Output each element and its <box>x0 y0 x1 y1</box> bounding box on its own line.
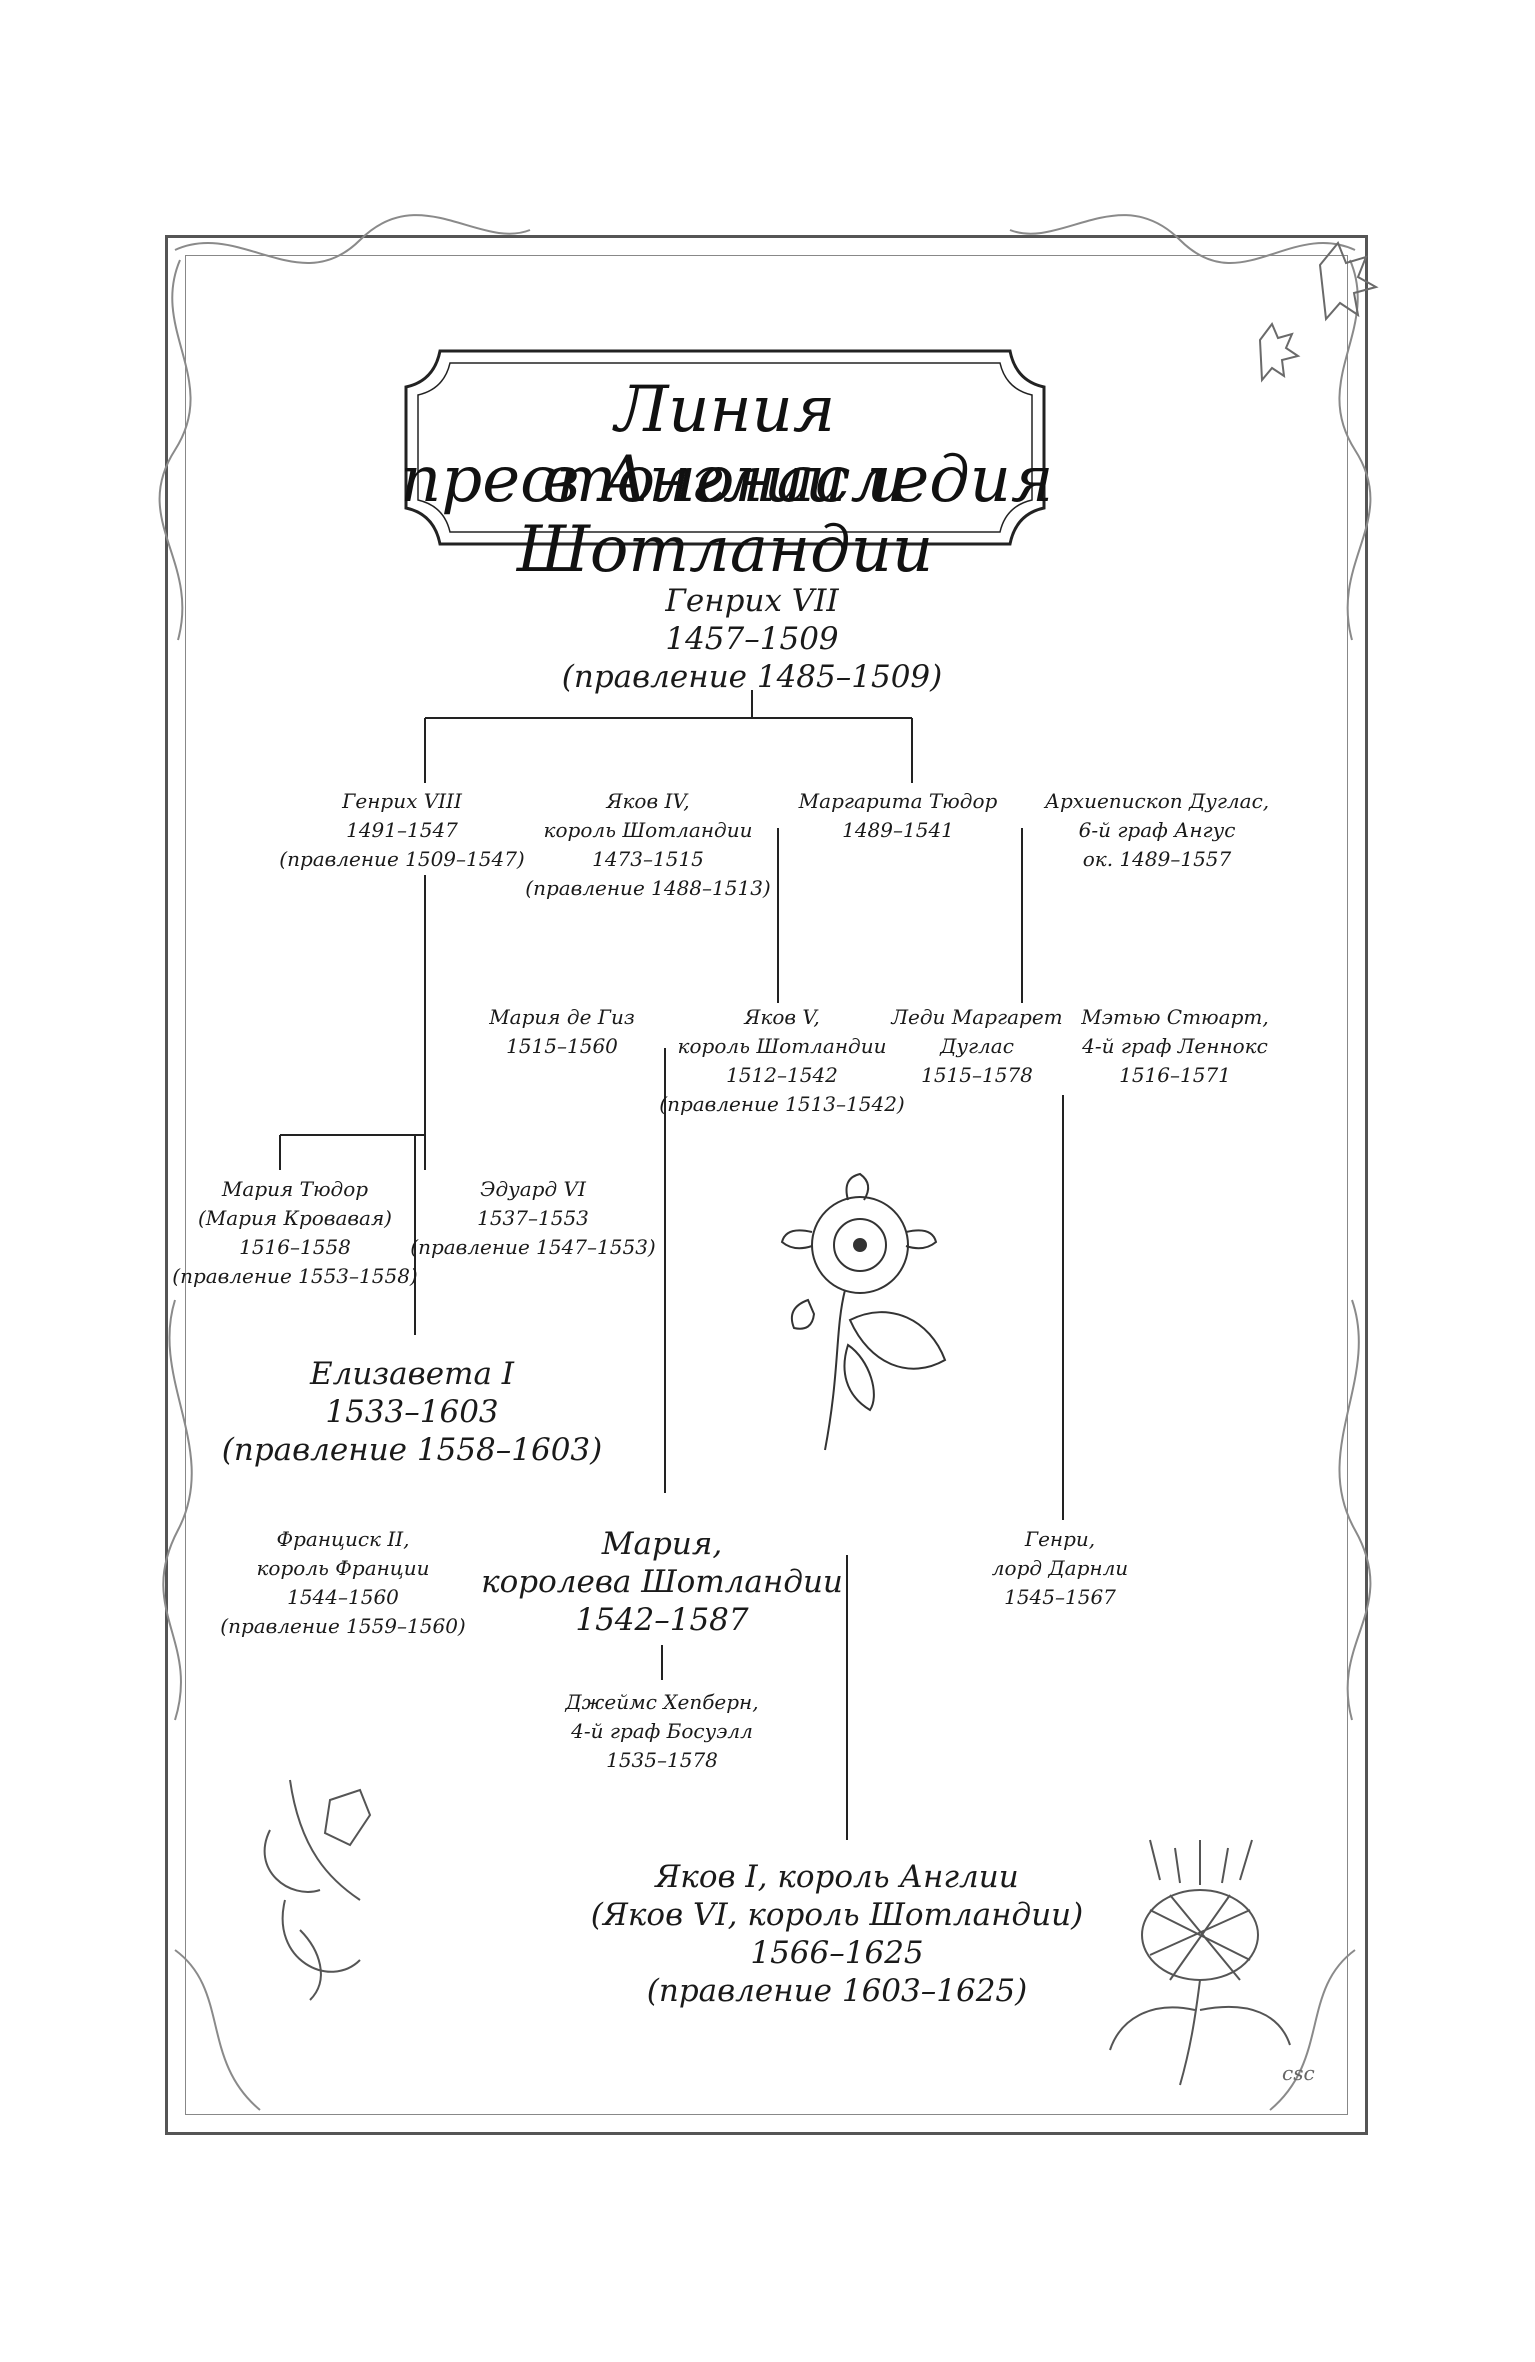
person-title: (Яков VI, король Шотландии) <box>590 1897 1084 1933</box>
person-dates: 1516–1571 <box>1119 1063 1231 1087</box>
person-dates: 1535–1578 <box>606 1748 718 1772</box>
person-name: Мэтью Стюарт, <box>1081 1005 1269 1029</box>
person-henry-darnley: Генри, лорд Дарнли 1545–1567 <box>992 1525 1128 1612</box>
person-reign: (правление 1488–1513) <box>525 876 771 900</box>
person-reign: (правление 1553–1558) <box>172 1264 418 1288</box>
person-reign: (правление 1513–1542) <box>659 1092 905 1116</box>
person-dates: ок. 1489–1557 <box>1082 847 1232 871</box>
person-name: Маргарита Тюдор <box>798 789 998 813</box>
person-title: король Франции <box>256 1556 430 1580</box>
person-reign: (правление 1558–1603) <box>221 1432 603 1468</box>
person-title: королева Шотландии <box>481 1564 843 1600</box>
person-mary-tudor: Мария Тюдор (Мария Кровавая) 1516–1558 (… <box>172 1175 417 1291</box>
person-title: 6-й граф Ангус <box>1078 818 1236 842</box>
person-title: лорд Дарнли <box>991 1556 1129 1580</box>
title-line-1: Линия престолонаследия <box>400 373 1054 517</box>
person-dates: 1537–1553 <box>477 1206 589 1230</box>
person-name: Елизавета I <box>309 1356 515 1392</box>
person-james-hepburn: Джеймс Хепберн, 4-й граф Босуэлл 1535–15… <box>565 1688 758 1775</box>
person-dates: 1512–1542 <box>726 1063 838 1087</box>
person-name: Архиепископ Дуглас, <box>1044 789 1270 813</box>
outer-frame <box>165 235 1368 2135</box>
person-dates: 1515–1560 <box>506 1034 618 1058</box>
person-name: Генрих VII <box>665 583 839 619</box>
person-james4: Яков IV, король Шотландии 1473–1515 (пра… <box>525 787 770 903</box>
person-name: Мария, <box>601 1526 723 1562</box>
person-mary-of-guise: Мария де Гиз 1515–1560 <box>489 1003 635 1061</box>
person-reign: (правление 1547–1553) <box>410 1235 656 1259</box>
person-name: Джеймс Хепберн, <box>565 1690 759 1714</box>
person-title: король Шотландии <box>677 1034 887 1058</box>
person-name: Мария Тюдор <box>221 1177 369 1201</box>
person-name: Яков I, король Англии <box>655 1859 1019 1895</box>
person-margaret-tudor: Маргарита Тюдор 1489–1541 <box>799 787 998 845</box>
cartouche-frame <box>404 349 1046 546</box>
person-dates: 1489–1541 <box>842 818 954 842</box>
person-name: Эдуард VI <box>480 1177 586 1201</box>
person-matthew-stuart: Мэтью Стюарт, 4-й граф Леннокс 1516–1571 <box>1081 1003 1268 1090</box>
person-edward6: Эдуард VI 1537–1553 (правление 1547–1553… <box>410 1175 655 1262</box>
inner-frame <box>185 255 1348 2115</box>
person-james5: Яков V, король Шотландии 1512–1542 (прав… <box>659 1003 904 1119</box>
lily-flower-icon <box>263 1779 372 2001</box>
person-dates: 1545–1567 <box>1004 1585 1116 1609</box>
person-title: 4-й граф Босуэлл <box>571 1719 753 1743</box>
person-name: Генри, <box>1024 1527 1096 1551</box>
person-dates: 1566–1625 <box>750 1935 924 1971</box>
person-dates: 1457–1509 <box>665 621 839 657</box>
person-dates: 1473–1515 <box>592 847 704 871</box>
person-dates: 1542–1587 <box>575 1602 749 1638</box>
person-dates: 1515–1578 <box>921 1063 1033 1087</box>
thistle-icon <box>1109 1839 1291 2086</box>
person-archibald-douglas: Архиепископ Дуглас, 6-й граф Ангус ок. 1… <box>1045 787 1269 874</box>
title-cartouche: Линия престолонаследия в Англии и Шотлан… <box>400 345 1054 585</box>
person-dates: 1533–1603 <box>325 1394 499 1430</box>
person-reign: (правление 1559–1560) <box>220 1614 466 1638</box>
person-henry8: Генрих VIII 1491–1547 (правление 1509–15… <box>279 787 524 874</box>
artist-signature: csc <box>1282 2061 1315 2085</box>
person-name: Генрих VIII <box>342 789 462 813</box>
person-francis2: Франциск II, король Франции 1544–1560 (п… <box>220 1525 465 1641</box>
person-henry7: Генрих VII 1457–1509 (правление 1485–150… <box>562 582 942 696</box>
tudor-rose-icon <box>780 1172 947 1451</box>
person-james1: Яков I, король Англии (Яков VI, король Ш… <box>591 1858 1083 2010</box>
person-epithet: (Мария Кровавая) <box>198 1206 392 1230</box>
person-name: Яков IV, <box>606 789 690 813</box>
person-title: 4-й граф Леннокс <box>1082 1034 1268 1058</box>
person-name: Франциск II, <box>276 1527 410 1551</box>
person-name: Мария де Гиз <box>489 1005 635 1029</box>
person-reign: (правление 1485–1509) <box>561 659 943 695</box>
person-mary-queen-of-scots: Мария, королева Шотландии 1542–1587 <box>481 1525 843 1639</box>
person-dates: 1516–1558 <box>239 1235 351 1259</box>
person-title: король Шотландии <box>543 818 753 842</box>
person-name-cont: Дуглас <box>940 1034 1014 1058</box>
person-name: Леди Маргарет <box>891 1005 1063 1029</box>
person-lady-margaret-douglas: Леди Маргарет Дуглас 1515–1578 <box>891 1003 1062 1090</box>
person-dates: 1491–1547 <box>346 818 458 842</box>
title-line-2: в Англии и Шотландии <box>516 443 934 587</box>
person-reign: (правление 1509–1547) <box>279 847 525 871</box>
person-elizabeth1: Елизавета I 1533–1603 (правление 1558–16… <box>222 1355 602 1469</box>
person-reign: (правление 1603–1625) <box>646 1973 1028 2009</box>
person-name: Яков V, <box>744 1005 820 1029</box>
person-dates: 1544–1560 <box>287 1585 399 1609</box>
